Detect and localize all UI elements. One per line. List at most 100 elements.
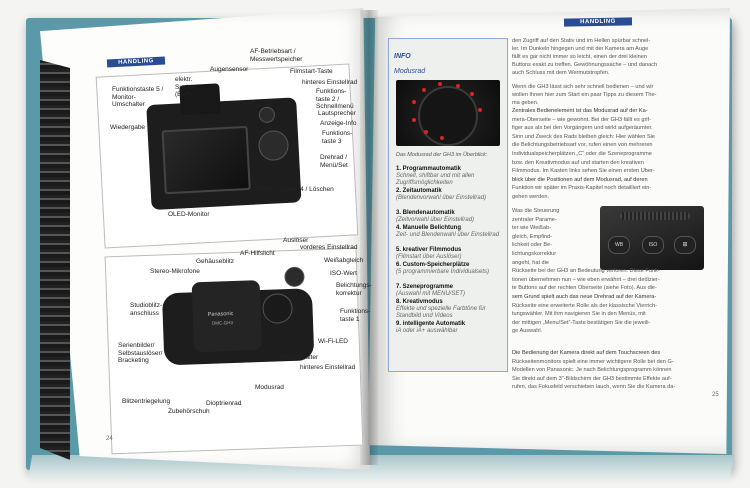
label-playback: Wiedergabe xyxy=(110,124,146,131)
label-diopter: Dioptrienrad xyxy=(206,400,242,407)
oled-monitor xyxy=(161,125,251,195)
label-evf: elektr. Sucher (EVF) xyxy=(175,76,196,98)
label-shutter: Auslöser xyxy=(283,237,309,244)
label-hot-shoe: Zubehörschuh xyxy=(168,408,210,415)
camera-model-text: DMC-GH3 xyxy=(211,320,234,326)
label-eye-sensor: Augensensor xyxy=(210,66,249,73)
label-oled: OLED-Monitor xyxy=(168,211,210,218)
label-speaker: Lautsprecher xyxy=(318,110,356,117)
label-front-dial: vorderes Einstellrad xyxy=(300,244,358,251)
para_modusrad-line: figer aus als bei den Vorgängern und wir… xyxy=(512,125,653,132)
info-item-desc: (5 programmierbare Individualsets) xyxy=(396,269,490,275)
left-edge-photo-strip xyxy=(40,60,70,460)
label-stereo-mic: Stereo-Mikrofone xyxy=(150,268,200,275)
right-page-number: 25 xyxy=(712,392,719,398)
text_mid-line: wollen Ihnen hier zum Start ein paar Tip… xyxy=(512,92,657,98)
dial-marker-7 xyxy=(412,118,416,122)
label-power-switch: Hauptschalter xyxy=(278,354,319,361)
label-af-mode: AF-Betriebsart / Messwertspeicher xyxy=(250,48,303,63)
label-fn5: Funktionstaste 5 / Monitor-Umschalter xyxy=(112,86,164,108)
info-item-desc: (Filmstart über Auslöser) xyxy=(396,254,462,260)
label-display-info: Anzeige-Info xyxy=(320,120,357,127)
info-item-desc: Zeit- und Blendenwahl über Einstellrad xyxy=(396,232,500,238)
info-item-title: 8. Kreativmodus xyxy=(396,299,443,305)
label-drive-mode: Serienbilder/ Selbstauslöser/ Bracketing xyxy=(118,342,163,364)
dial-marker-5 xyxy=(470,92,474,96)
para_steuerung-line: zentraler Parame- xyxy=(512,216,557,223)
para_steuerung-line: ter wie Weißab- xyxy=(512,225,552,232)
text_mid-line: ma geben. xyxy=(512,100,539,106)
para_steuerung-line: gleich, Empfind- xyxy=(512,233,553,240)
dial-marker-3 xyxy=(438,82,442,86)
label-af-assist: AF-Hilfslicht xyxy=(240,250,275,257)
para_touch-line: Rückseitenmonitors spielt eine immer wic… xyxy=(512,358,674,365)
info-item: 7. Szeneprogramme(Auswahl mit MENU/SET) xyxy=(396,284,504,298)
dial-marker-6 xyxy=(478,108,482,112)
para_touch-line: Modellen von Panasonic. Je nach Belichtu… xyxy=(512,367,672,374)
label-mode-dial: Modusrad xyxy=(255,384,284,391)
label-popup-flash: Gehäuseblitz xyxy=(196,258,234,265)
para_modusrad-line: blick über die Positionen auf dem Modusr… xyxy=(512,176,648,183)
para_steuerung-line: Rückseite eine erweiterte Rolle als der … xyxy=(512,302,658,309)
shutter-button xyxy=(284,266,305,288)
label-fn2: Funktions-taste 2 / Schnellmenü xyxy=(316,88,354,110)
para_steuerung-line: te Buttons auf der rechten Oberseite (si… xyxy=(512,285,657,292)
para_steuerung-line: lichtungskorrektur xyxy=(512,251,557,257)
para_steuerung-line: tungswähler. Mit ihm navigieren Sie in d… xyxy=(512,311,646,318)
info-item-title: 9. intelligente Automatik xyxy=(396,321,466,327)
label-rear-dial-2: hinteres Einstellrad xyxy=(300,364,356,371)
right-page-tab: HANDLING xyxy=(563,17,633,27)
para_modusrad-line: Zentrales Bedienelement ist das Modusrad… xyxy=(512,108,648,114)
para_modusrad-line: Filmmodus. Im Kasten links sehen Sie ein… xyxy=(512,168,655,175)
info-item-title: 1. Programmautomatik xyxy=(396,166,462,172)
info-item-title: 3. Blendenautomatik xyxy=(396,210,455,216)
para_modusrad-line: gehen werden. xyxy=(512,194,550,200)
para_modusrad-line: Individualspeicherplätzen „C“ oder die S… xyxy=(512,151,652,157)
info-item-desc: (Zeitvorwahl über Einstellrad) xyxy=(396,217,475,223)
info-item-desc: Schnell, shiftbar und mit allen Zugriffs… xyxy=(396,173,475,186)
book-gutter xyxy=(360,10,378,465)
label-wifi-led: Wi-Fi-LED xyxy=(318,338,348,345)
info-item-desc: Effekte und spezielle Farbtöne für Stand… xyxy=(396,306,486,319)
para_modusrad-line: Funktion wir später im Praxis-Kapitel no… xyxy=(512,185,652,192)
label-iso: ISO-Wert xyxy=(330,270,357,277)
label-flash-release: Blitzentriegelung xyxy=(122,398,171,405)
text_top-line: Buttons exakt zu treffen. Gewöhnungssach… xyxy=(512,62,658,68)
info-item: 6. Custom-Speicherplätze(5 programmierba… xyxy=(396,262,504,276)
text_top-line: fällt es gar nicht immer so leicht, eine… xyxy=(512,54,647,60)
para_steuerung-line: sem Grund spielt auch das neue Drehrad a… xyxy=(512,294,657,300)
label-rear-dial: hinteres Einstellrad xyxy=(302,79,358,86)
para_steuerung-line: tionen übernehmen nun – wie eben erwähnt… xyxy=(512,276,660,283)
info-heading: INFO xyxy=(394,53,411,60)
iso-button: ISO xyxy=(642,236,664,254)
mode-dial-ring xyxy=(418,86,478,146)
para_steuerung-line: lichkeit oder Be- xyxy=(512,242,553,249)
mode-dial-photo xyxy=(396,80,500,146)
info-caption: Das Modusrad der GH3 im Überblick: xyxy=(396,152,488,158)
dial-marker-1 xyxy=(412,100,416,104)
front-dial-edge xyxy=(620,212,690,220)
para_touch-line: Sie direkt auf dem 3"-Bildschirm der GH3… xyxy=(512,375,672,382)
label-control-dial: Drehrad / Menü/Set xyxy=(320,154,348,169)
para_modusrad-line: bzw. den Kreativmodus auf und starten de… xyxy=(512,159,644,166)
info-item: 2. Zeitautomatik(Blendenvorwahl über Ein… xyxy=(396,188,504,202)
info-item: 3. Blendenautomatik(Zeitvorwahl über Ein… xyxy=(396,210,504,224)
info-item-title: 5. kreativer Filmmodus xyxy=(396,247,462,253)
para_steuerung-line: Was die Steuerung xyxy=(512,208,560,214)
info-item-title: 7. Szeneprogramme xyxy=(396,284,454,290)
para_modusrad-line: die Belichtungsbetriebsart vor, rufen ei… xyxy=(512,142,653,149)
info-item-desc: iA oder iA+ auswählbar xyxy=(396,328,458,334)
para_steuerung-line: der mittigen „Menu/Set“-Taste bestätigen… xyxy=(512,319,651,326)
para_steuerung-line: angeht, hat die xyxy=(512,259,550,266)
para_modusrad-line: mera-Oberseite – wie gewohnt. Bei der GH… xyxy=(512,116,651,123)
info-item-desc: (Blendenvorwahl über Einstellrad) xyxy=(396,195,487,201)
para_steuerung-line: Rückseite bei der GH3 an Bedeutung verlo… xyxy=(512,268,660,275)
para_touch-line: rufen, das Fokusfeld verschieben lauch, … xyxy=(512,384,676,391)
label-movie-button: Filmstart-Taste xyxy=(290,68,333,75)
dial-marker-2 xyxy=(422,88,426,92)
info-item-title: 4. Manuelle Belichtung xyxy=(396,225,462,231)
